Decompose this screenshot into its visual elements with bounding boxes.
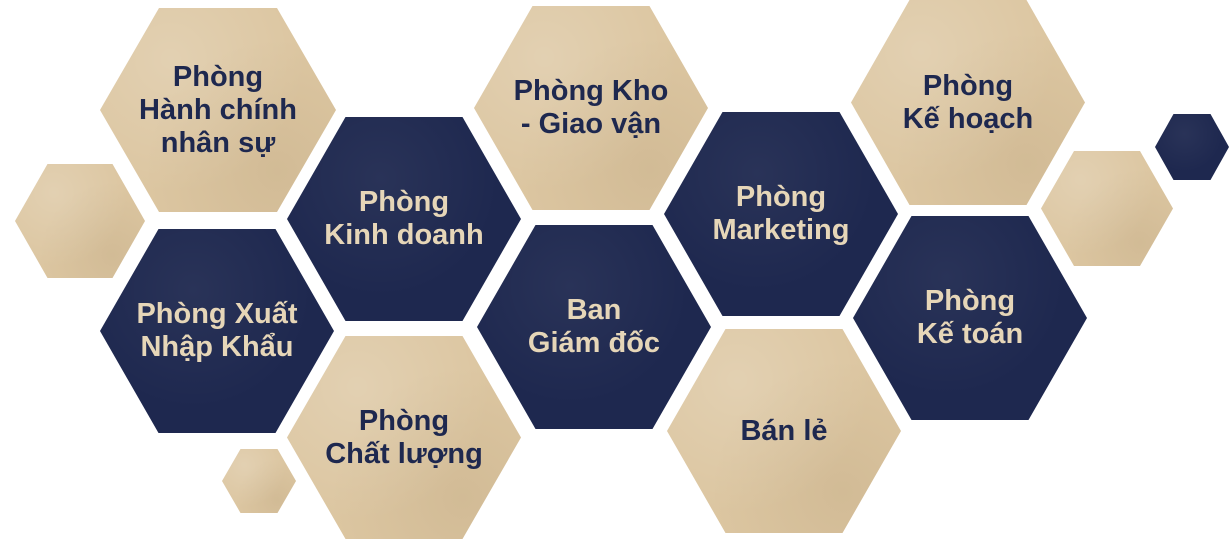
label-phong-ke-toan: Phòng Kế toán (916, 285, 1024, 350)
decorative-hexagon-left (15, 164, 145, 278)
hexagon-phong-hanh-chinh-nhan-su: Phòng Hành chính nhân sự (100, 8, 336, 212)
decorative-hexagon-far-right (1155, 114, 1229, 180)
label-ban-giam-doc: Ban Giám đốc (527, 294, 661, 359)
hexagon-ban-le: Bán lẻ (667, 329, 901, 533)
decorative-hexagon-bottom-left (222, 449, 296, 513)
label-phong-xuat-nhap-khau: Phòng Xuất Nhập Khẩu (136, 298, 298, 363)
label-phong-chat-luong: Phòng Chất lượng (325, 404, 483, 470)
hexagon-phong-kinh-doanh: Phòng Kinh doanh (287, 117, 521, 321)
decorative-hexagon-right (1041, 151, 1173, 266)
hexagon-phong-marketing: Phòng Marketing (664, 112, 898, 316)
hexagon-phong-ke-toan: Phòng Kế toán (853, 216, 1087, 420)
hexagon-phong-chat-luong: Phòng Chất lượng (287, 336, 521, 539)
label-phong-marketing: Phòng Marketing (712, 181, 850, 246)
hexagon-phong-kho-giao-van: Phòng Kho - Giao vận (474, 6, 708, 210)
label-phong-ke-hoach: Phòng Kế hoạch (902, 69, 1034, 135)
label-ban-le: Bán lẻ (740, 414, 828, 447)
hexagon-phong-xuat-nhap-khau: Phòng Xuất Nhập Khẩu (100, 229, 334, 433)
label-phong-hanh-chinh-nhan-su: Phòng Hành chính nhân sự (139, 60, 297, 159)
hexagon-phong-ke-hoach: Phòng Kế hoạch (851, 0, 1085, 205)
label-phong-kinh-doanh: Phòng Kinh doanh (324, 186, 484, 251)
label-phong-kho-giao-van: Phòng Kho - Giao vận (513, 75, 669, 140)
hexagon-ban-giam-doc: Ban Giám đốc (477, 225, 711, 429)
